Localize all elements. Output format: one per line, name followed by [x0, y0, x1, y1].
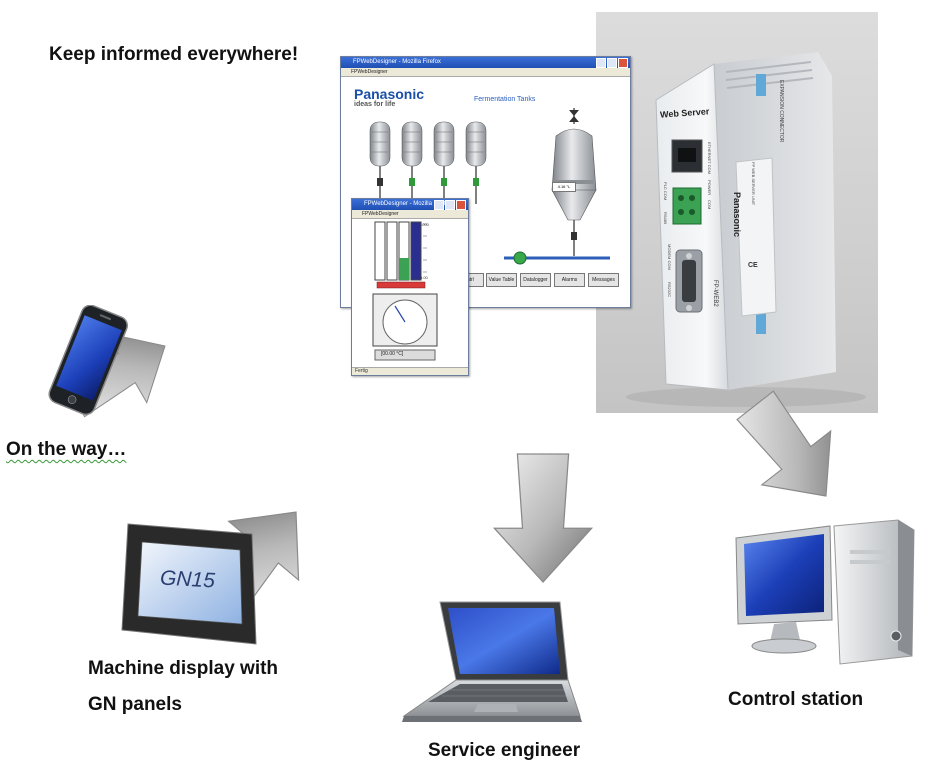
nav-button-datalogger[interactable]: Datalogger: [520, 273, 551, 287]
scale-top-label: 1000: [420, 222, 429, 227]
maximize-icon[interactable]: [607, 58, 617, 68]
device-photo: Web Server Panasonic FP-WEB2 EXPANSION C…: [596, 12, 878, 413]
gn-panel-label: GN15: [159, 566, 216, 593]
sub-window-title: FPWebDesigner - Mozilla Firefox: [364, 201, 452, 207]
laptop-icon: [402, 601, 582, 722]
caption-machine-line2: GN panels: [88, 694, 182, 715]
tank-readout: 4.16 °L: [552, 182, 576, 192]
device-ce-mark: CE: [748, 262, 758, 269]
smartphone-icon: [48, 305, 128, 415]
brand-logo: Panasonic: [354, 86, 425, 102]
nav-button-value-table[interactable]: Value Table: [486, 273, 517, 287]
close-icon[interactable]: [618, 58, 628, 68]
page-heading: Fermentation Tanks: [474, 96, 536, 103]
web-server-unit-icon: [626, 52, 866, 407]
sub-window-content: [372, 221, 438, 361]
sub-maximize-icon[interactable]: [445, 200, 455, 210]
sub-minimize-icon[interactable]: [434, 200, 444, 210]
desktop-computer-icon: [735, 519, 915, 665]
caption-service: Service engineer: [428, 740, 581, 761]
sub-window-statusbar: Fertig: [352, 367, 468, 375]
nav-button-alarms[interactable]: Alarms: [554, 273, 585, 287]
sub-window-titlebar[interactable]: FPWebDesigner - Mozilla Firefox: [352, 199, 468, 210]
sub-close-icon[interactable]: [456, 200, 466, 210]
minimize-icon[interactable]: [596, 58, 606, 68]
scale-bottom-label: 0.00: [420, 275, 428, 280]
arrow-to-control-icon: [720, 377, 862, 524]
headline: Keep informed everywhere!: [49, 44, 299, 65]
window-menubar: FPWebDesigner: [341, 68, 630, 77]
brand-tagline: ideas for life: [354, 101, 396, 108]
caption-machine-line1: Machine display with: [88, 658, 279, 679]
nav-button-messages[interactable]: Messages: [588, 273, 619, 287]
gn-panel-icon: [121, 523, 257, 645]
window-title: FPWebDesigner - Mozilla Firefox: [353, 59, 441, 65]
window-titlebar[interactable]: FPWebDesigner - Mozilla Firefox: [341, 57, 630, 68]
caption-mobile: On the way…: [6, 439, 127, 460]
gauge-readout: [00.00 °C]: [381, 351, 404, 357]
sub-window-menubar: FPWebDesigner: [352, 210, 468, 219]
arrow-to-laptop-icon: [493, 453, 593, 583]
caption-control: Control station: [728, 689, 864, 710]
small-tank-icon: [369, 121, 487, 204]
